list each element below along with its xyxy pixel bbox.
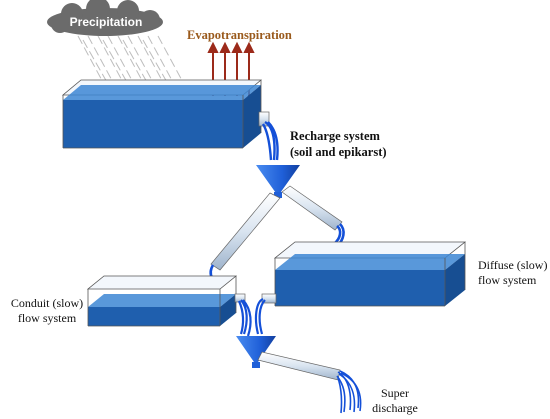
conduit-label-line2: flow system bbox=[17, 311, 77, 325]
cloud-icon bbox=[47, 0, 163, 36]
recharge-label-line2: (soil and epikarst) bbox=[290, 144, 387, 159]
diffuse-outlet-pipe bbox=[254, 293, 277, 335]
lower-funnel bbox=[236, 336, 276, 368]
recharge-label-line1: Recharge system bbox=[290, 129, 380, 143]
conduit-tank bbox=[86, 275, 238, 327]
recharge-tank bbox=[61, 79, 263, 149]
precipitation-label: Precipitation bbox=[69, 15, 143, 29]
conduit-label: Conduit (slow) flow system bbox=[6, 296, 88, 326]
diffuse-label: Diffuse (slow) flow system bbox=[478, 258, 547, 288]
evapotranspiration-label: Evapotranspiration bbox=[187, 28, 292, 42]
discharge-pipe bbox=[257, 351, 362, 414]
super-discharge-label: Super discharge bbox=[372, 386, 418, 416]
conduit-label-line1: Conduit (slow) bbox=[10, 296, 84, 310]
diffuse-tank bbox=[273, 241, 467, 307]
rain-icon bbox=[77, 35, 186, 87]
super-discharge-line1: Super bbox=[381, 386, 409, 400]
pipe-to-diffuse bbox=[281, 185, 345, 247]
upper-funnel bbox=[256, 165, 300, 198]
recharge-label: Recharge system (soil and epikarst) bbox=[290, 129, 387, 160]
diffuse-label-line1: Diffuse (slow) bbox=[478, 258, 548, 272]
discharge-stream-icon bbox=[336, 370, 362, 414]
recharge-outlet-pipe bbox=[258, 111, 279, 161]
super-discharge-line2: discharge bbox=[372, 401, 418, 415]
conduit-outlet-pipe bbox=[234, 293, 252, 337]
pipe-to-conduit bbox=[209, 192, 281, 279]
diffuse-label-line2: flow system bbox=[478, 273, 537, 287]
